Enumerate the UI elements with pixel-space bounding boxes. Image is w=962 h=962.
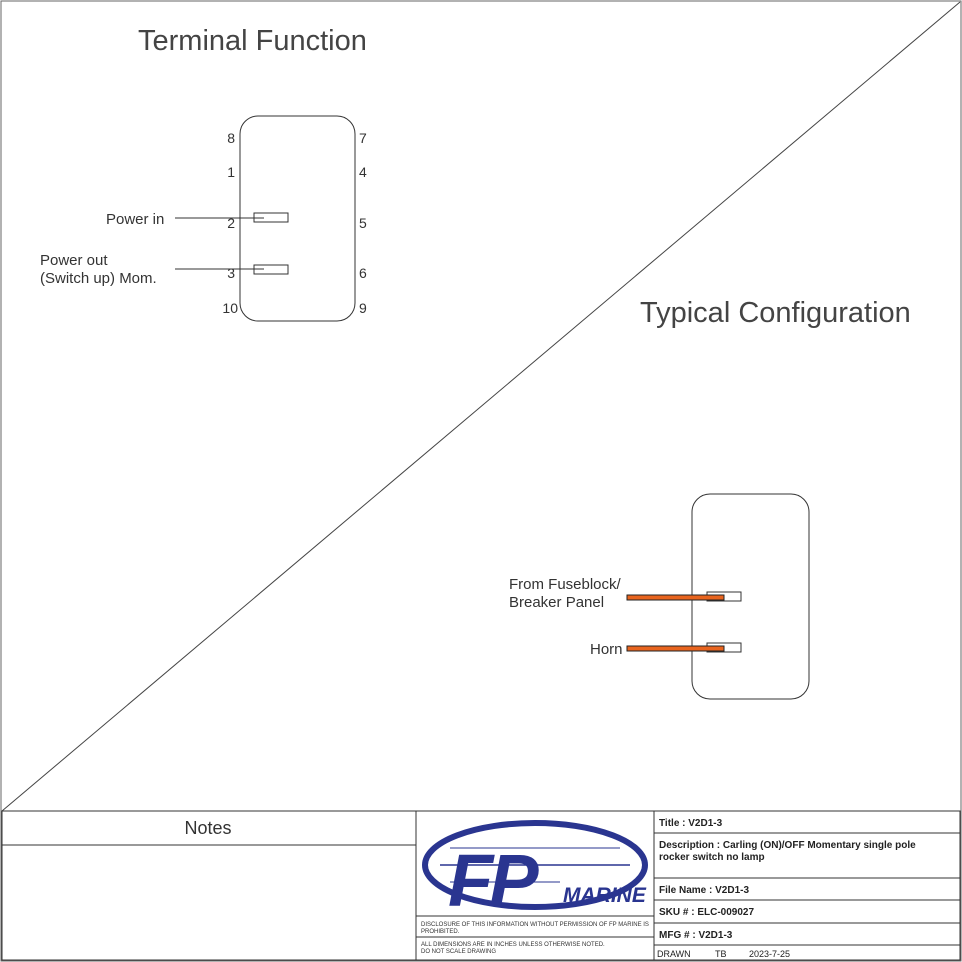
- drawn-by: TB: [715, 949, 727, 959]
- fp-marine-logo: FP MARINE: [422, 820, 648, 922]
- power-out-label-detail: (Switch up) Mom.: [40, 270, 157, 287]
- wire-horn: [626, 645, 725, 652]
- title-field: Title : V2D1-3: [659, 818, 723, 829]
- pin-label: 9: [359, 300, 367, 316]
- drawn-label: DRAWN: [657, 949, 691, 959]
- svg-text:MARINE: MARINE: [563, 884, 647, 907]
- typical-configuration-diagram: Typical Configuration From Fuseblock/ Br…: [509, 297, 911, 700]
- pin-label: 1: [227, 164, 235, 180]
- diagonal-divider: [1, 1, 961, 812]
- pin-label: 6: [359, 265, 367, 281]
- wire-label-breaker: Breaker Panel: [509, 594, 604, 611]
- wire-label-horn: Horn: [590, 641, 623, 658]
- terminal-function-diagram: Terminal Function 8 1 2 3 10 7 4 5 6 9 P…: [40, 25, 367, 322]
- pin-label: 3: [227, 265, 235, 281]
- description-field-cont: rocker switch no lamp: [659, 852, 765, 863]
- dimensions-note: ALL DIMENSIONS ARE IN INCHES UNLESS OTHE…: [421, 942, 605, 948]
- disclosure-note: DISCLOSURE OF THIS INFORMATION WITHOUT P…: [421, 922, 649, 928]
- svg-text:FP: FP: [448, 839, 539, 922]
- file-name-field: File Name : V2D1-3: [659, 885, 749, 896]
- notes-heading: Notes: [184, 818, 231, 838]
- pin-label: 7: [359, 130, 367, 146]
- disclosure-note-cont: PROHIBITED.: [421, 929, 460, 935]
- pin-label: 2: [227, 215, 235, 231]
- pin-label: 5: [359, 215, 367, 231]
- pin-label: 4: [359, 164, 367, 180]
- typical-configuration-heading: Typical Configuration: [640, 297, 911, 329]
- power-out-label: Power out: [40, 252, 108, 269]
- drawn-date: 2023-7-25: [749, 949, 790, 959]
- pin-label: 10: [222, 300, 238, 316]
- pin-label: 8: [227, 130, 235, 146]
- description-field: Description : Carling (ON)/OFF Momentary…: [659, 840, 916, 851]
- sku-field: SKU # : ELC-009027: [659, 907, 754, 918]
- wire-label-fuseblock: From Fuseblock/: [509, 576, 622, 593]
- terminal-function-heading: Terminal Function: [138, 25, 367, 57]
- wire-power-feed: [626, 594, 725, 601]
- scale-note: DO NOT SCALE DRAWING: [421, 949, 496, 955]
- title-block: [1, 810, 961, 961]
- power-in-label: Power in: [106, 211, 164, 228]
- mfg-field: MFG # : V2D1-3: [659, 930, 733, 941]
